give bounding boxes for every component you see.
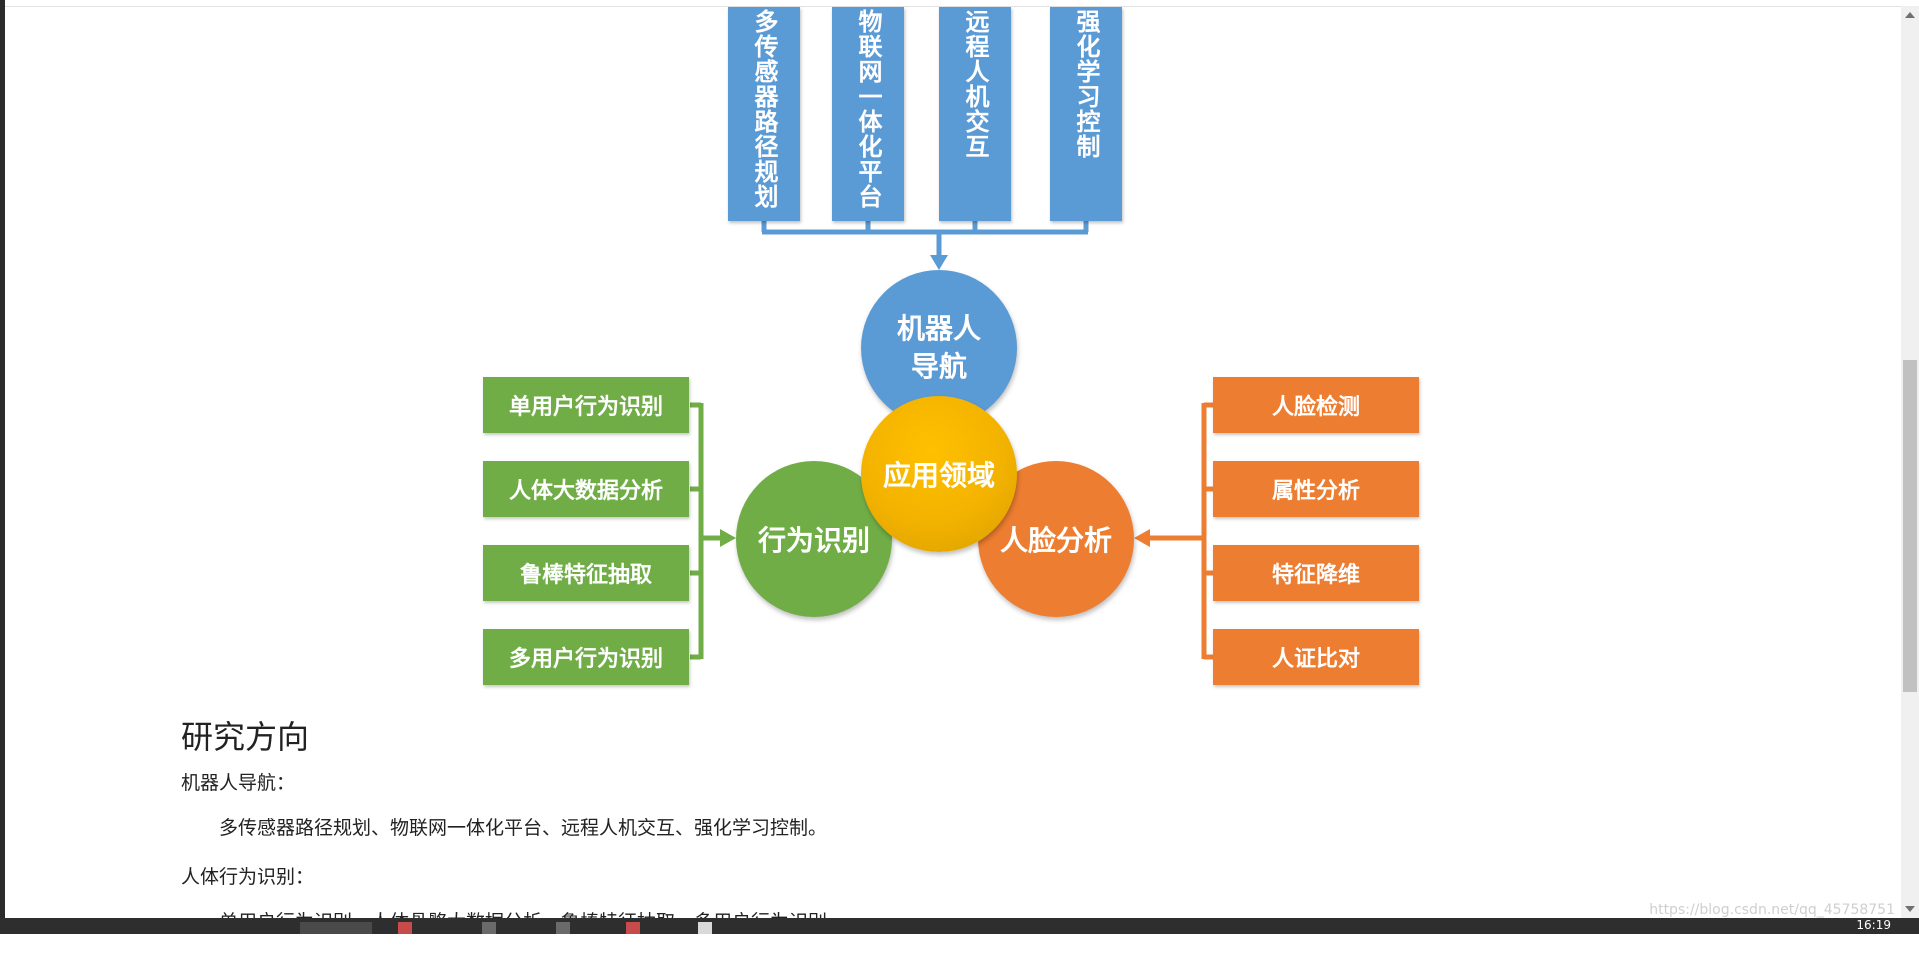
taskbar-app-icon[interactable] — [698, 922, 712, 934]
top-divider — [5, 6, 1901, 7]
top-arrowhead — [930, 255, 948, 270]
left-box-label: 鲁棒特征抽取 — [519, 563, 652, 588]
left-box-label: 多用户行为识别 — [508, 647, 663, 672]
top-connectors — [761, 220, 1089, 256]
circle-face-label: 人脸分析 — [999, 524, 1112, 557]
top-box-iot-platform: 物联网一体化平台 — [832, 7, 904, 221]
circle-robot-navigation-text: 机器人 导航 — [897, 310, 981, 386]
right-connectors — [1148, 402, 1213, 660]
top-box-label: 多传感器路径规划 — [750, 9, 778, 209]
application-diagram: 多传感器路径规划 物联网一体化平台 远程人机交互 强化学习控制 单用户行为识别 … — [483, 7, 1419, 685]
right-box-label: 人脸检测 — [1271, 395, 1360, 420]
circle-behavior-label: 行为识别 — [757, 524, 870, 557]
left-box-single-user: 单用户行为识别 — [483, 377, 689, 433]
left-connectors — [690, 402, 722, 660]
scroll-down-arrow-icon[interactable] — [1905, 906, 1915, 912]
scroll-up-arrow-icon[interactable] — [1905, 12, 1915, 18]
left-box-multi-user: 多用户行为识别 — [483, 629, 689, 685]
section-heading: 研究方向 — [181, 719, 310, 755]
circle-application-field: 应用领域 — [861, 396, 1017, 552]
right-box-id-compare: 人证比对 — [1213, 629, 1419, 685]
scroll-thumb[interactable] — [1903, 360, 1917, 692]
top-box-label: 远程人机交互 — [961, 9, 989, 159]
left-box-label: 单用户行为识别 — [508, 395, 663, 420]
item-label-behavior: 人体行为识别： — [181, 867, 315, 888]
watermark: https://blog.csdn.net/qq_45758751 — [1649, 902, 1895, 918]
taskbar-clock: 16:19 — [1856, 918, 1891, 932]
taskbar-app-icon[interactable] — [482, 922, 496, 934]
taskbar-active-item[interactable] — [300, 922, 372, 934]
left-arrowhead — [720, 529, 736, 547]
item-content-robot: 多传感器路径规划、物联网一体化平台、远程人机交互、强化学习控制。 — [219, 818, 828, 839]
circle-line-1: 机器人 — [896, 312, 981, 345]
right-box-label: 特征降维 — [1271, 563, 1360, 588]
taskbar-app-icon[interactable] — [626, 922, 640, 934]
left-box-robust-feature: 鲁棒特征抽取 — [483, 545, 689, 601]
circle-center-label: 应用领域 — [882, 459, 995, 492]
taskbar: 16:19 — [0, 918, 1919, 934]
top-box-remote-hci: 远程人机交互 — [939, 7, 1011, 221]
vertical-scrollbar[interactable] — [1901, 6, 1919, 918]
right-box-face-detect: 人脸检测 — [1213, 377, 1419, 433]
right-arrowhead — [1134, 529, 1150, 547]
right-box-attribute: 属性分析 — [1213, 461, 1419, 517]
window-left-edge — [0, 0, 5, 934]
taskbar-app-icon[interactable] — [556, 922, 570, 934]
top-box-rl-control: 强化学习控制 — [1050, 7, 1122, 221]
right-box-label: 人证比对 — [1271, 647, 1360, 672]
diagram-connectors — [690, 220, 1213, 660]
right-box-dim-reduction: 特征降维 — [1213, 545, 1419, 601]
right-box-label: 属性分析 — [1271, 479, 1360, 504]
item-label-robot: 机器人导航： — [181, 773, 296, 794]
left-box-big-data: 人体大数据分析 — [483, 461, 689, 517]
left-box-label: 人体大数据分析 — [508, 479, 663, 504]
top-box-label: 物联网一体化平台 — [854, 9, 882, 209]
circle-line-2: 导航 — [910, 350, 967, 383]
top-box-multi-sensor: 多传感器路径规划 — [728, 7, 800, 221]
top-box-label: 强化学习控制 — [1072, 9, 1100, 159]
taskbar-app-icon[interactable] — [398, 922, 412, 934]
